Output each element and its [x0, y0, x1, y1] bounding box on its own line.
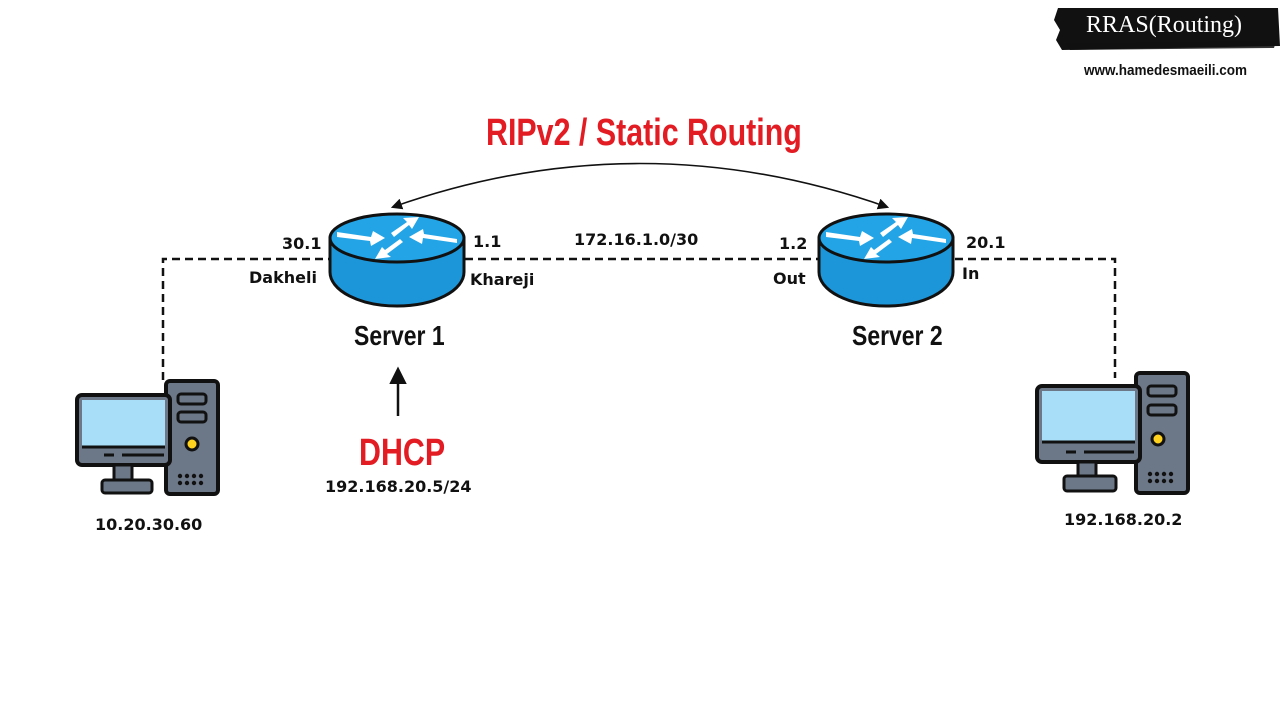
server1-left-iface: Dakheli — [249, 268, 317, 287]
dashed-links — [161, 257, 1117, 380]
desktop-computer-icon — [75, 379, 220, 496]
server2-left-ip: 1.2 — [779, 234, 808, 253]
server2-left-iface: Out — [773, 269, 806, 288]
server1-right-ip: 1.1 — [473, 232, 502, 251]
badge-background — [1054, 8, 1280, 50]
desktop-computer-icon — [1035, 371, 1190, 495]
client-left-ip: 10.20.30.60 — [95, 515, 203, 534]
link-subnet-label: 172.16.1.0/30 — [574, 230, 699, 249]
server1-left-ip: 30.1 — [282, 234, 322, 253]
link-right-client — [955, 257, 1117, 378]
protocol-title: RIPv2 / Static Routing — [486, 112, 802, 154]
router-icon — [817, 212, 955, 308]
server2-name: Server 2 — [852, 320, 943, 351]
dhcp-label: DHCP — [359, 432, 446, 474]
dhcp-address: 192.168.20.5/24 — [325, 477, 472, 496]
server1-name: Server 1 — [354, 320, 445, 351]
router-icon — [328, 212, 466, 308]
website-link[interactable]: www.hamedesmaeili.com — [1084, 62, 1248, 79]
server2-right-iface: In — [962, 264, 980, 283]
link-left-client — [161, 257, 330, 380]
routing-arrow — [390, 162, 890, 210]
server2-right-ip: 20.1 — [966, 233, 1006, 252]
server1-right-iface: Khareji — [470, 270, 535, 289]
client-right-ip: 192.168.20.2 — [1064, 510, 1183, 529]
badge-title: RRAS(Routing) — [1086, 12, 1243, 38]
